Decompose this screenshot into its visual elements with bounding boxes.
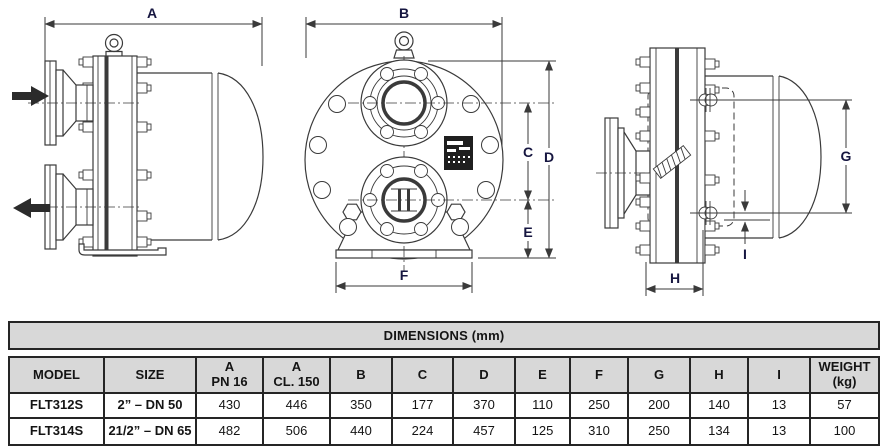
table-row-2-i: 13 xyxy=(749,419,811,444)
table-row-1-a-pn16: 430 xyxy=(197,394,264,419)
table-row-1-f: 250 xyxy=(571,394,629,419)
support-bracket xyxy=(78,243,167,256)
outlet-port xyxy=(28,164,142,250)
table-row-1-e: 110 xyxy=(516,394,571,419)
table-row-1-d: 370 xyxy=(454,394,516,419)
dim-label-e: E xyxy=(523,224,532,240)
table-row-2-f: 310 xyxy=(571,419,629,444)
col-header-size: SIZE xyxy=(105,358,197,394)
lifting-eye xyxy=(104,33,124,56)
col-header-b: B xyxy=(331,358,393,394)
table-row-1-model: FLT312S xyxy=(10,394,105,419)
table-row-1-c: 177 xyxy=(393,394,454,419)
dim-label-f: F xyxy=(400,267,409,283)
dim-label-i: I xyxy=(743,246,747,262)
inlet-port xyxy=(28,60,142,146)
table-row-2-size: 21/2” – DN 65 xyxy=(105,419,197,444)
table-row-2-a-cl150: 506 xyxy=(264,419,331,444)
table-title: DIMENSIONS (mm) xyxy=(383,328,505,343)
view-side-right: G I H xyxy=(596,47,854,296)
table-row-1-b: 350 xyxy=(331,394,393,419)
mounting-hole-upper xyxy=(690,88,726,112)
table-row-1-weight: 57 xyxy=(811,394,878,419)
table-row-2-weight: 100 xyxy=(833,423,856,439)
table-row-1-g: 200 xyxy=(629,394,691,419)
lower-port-front xyxy=(348,156,556,244)
flange-bolts-right xyxy=(635,56,720,256)
table-row-2-h: 134 xyxy=(691,419,749,444)
hatched-section xyxy=(652,144,692,180)
nameplate xyxy=(444,136,473,170)
dim-label-a: A xyxy=(147,5,157,21)
vessel-body-right xyxy=(705,75,822,239)
table-row-2-g: 250 xyxy=(629,419,691,444)
outlet-flow-arrow xyxy=(13,198,50,218)
upper-port-front xyxy=(348,59,556,147)
col-header-e: E xyxy=(516,358,571,394)
dim-label-g: G xyxy=(841,148,852,164)
table-row-2-e: 125 xyxy=(516,419,571,444)
table-row-1-size: 2” – DN 50 xyxy=(105,394,197,419)
lifting-eye-front xyxy=(393,31,415,59)
col-header-f: F xyxy=(571,358,629,394)
col-header-model: MODEL xyxy=(10,358,105,394)
col-header-i: I xyxy=(749,358,811,394)
dimension-b xyxy=(305,17,503,155)
dimension-h xyxy=(645,230,704,296)
col-header-g: G xyxy=(629,358,691,394)
dim-label-c: C xyxy=(523,144,533,160)
dim-label-d: D xyxy=(544,149,554,165)
col-header-c: C xyxy=(393,358,454,394)
table-row-2-d: 457 xyxy=(454,419,516,444)
col-header-h: H xyxy=(691,358,749,394)
dimension-f xyxy=(335,262,473,293)
col-header-weight: WEIGHT(kg) xyxy=(811,358,878,394)
view-front: B xyxy=(304,5,557,293)
table-row-1-h: 140 xyxy=(691,394,749,419)
dimension-i xyxy=(724,190,770,244)
table-title-band: DIMENSIONS (mm) xyxy=(8,321,880,350)
dimension-cde xyxy=(428,60,557,259)
col-header-d: D xyxy=(454,358,516,394)
table-row-1-a-cl150: 446 xyxy=(264,394,331,419)
table-row-1-i: 13 xyxy=(749,394,811,419)
table-row-2-model: FLT314S xyxy=(10,419,105,444)
table-row-2-a-pn16: 482 xyxy=(197,419,264,444)
table-row-2-b: 440 xyxy=(331,419,393,444)
mounting-hole-lower xyxy=(690,201,726,225)
dim-label-b: B xyxy=(399,5,409,21)
dimension-g xyxy=(724,99,854,214)
table-row-2-c: 224 xyxy=(393,419,454,444)
dim-label-h: H xyxy=(670,270,680,286)
view-side-left: A xyxy=(12,5,264,257)
technical-drawing: A xyxy=(12,5,854,296)
inlet-flow-arrow xyxy=(12,86,49,106)
vessel-body xyxy=(137,72,264,241)
flange-column xyxy=(78,55,152,257)
dimension-a xyxy=(44,17,263,80)
